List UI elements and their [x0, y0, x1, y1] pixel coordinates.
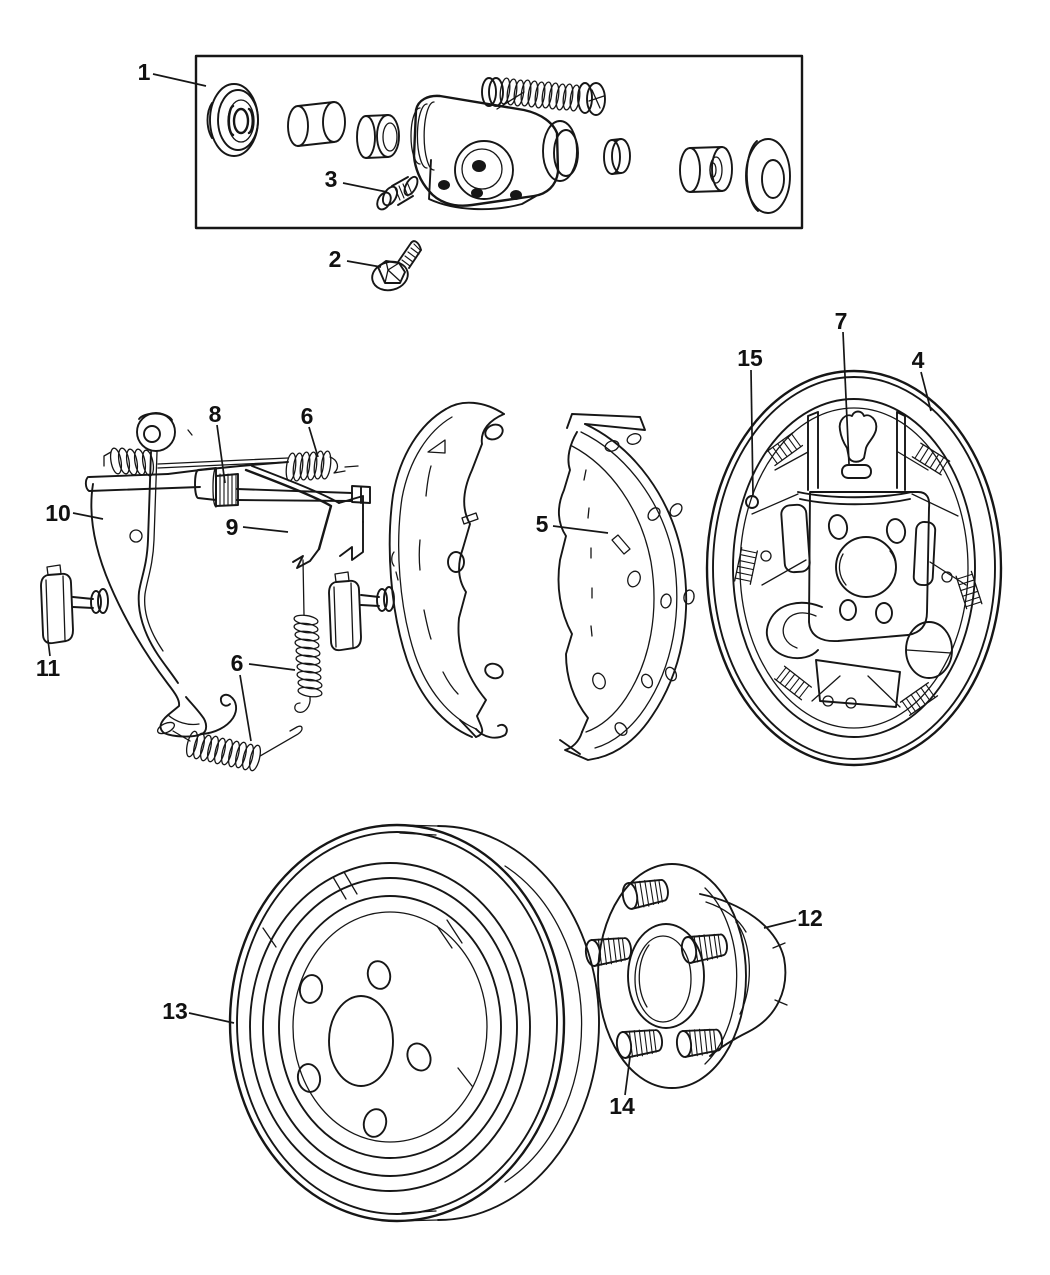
brake-shoe-right — [557, 413, 695, 761]
callout-4: 4 — [912, 347, 925, 373]
callout-1: 1 — [138, 59, 151, 85]
lower-bracket — [811, 659, 901, 709]
shoe-contact-pad-left — [780, 503, 811, 574]
backing-plate — [705, 369, 1003, 767]
callout-14-leader — [624, 1056, 631, 1096]
callout-5-leader — [552, 525, 609, 534]
callout-11-leader — [47, 639, 51, 657]
wheel-stud — [614, 1026, 665, 1060]
callout-10-leader — [72, 512, 104, 520]
kit-box-border — [194, 54, 804, 230]
callout-12: 12 — [797, 905, 823, 931]
callout-7: 7 — [835, 308, 848, 334]
pivot-boss — [136, 412, 193, 452]
center-mount-plate — [808, 491, 931, 642]
adjuster-lever-assembly — [40, 412, 395, 772]
hub-assembly — [583, 863, 788, 1089]
adjuster-fork-lever — [244, 465, 364, 569]
bleeder-screw — [376, 175, 419, 211]
callout-12-leader — [763, 919, 797, 929]
shoe-contact-pad-right — [912, 521, 937, 587]
callout-5: 5 — [536, 511, 549, 537]
dust-boot-right — [745, 138, 791, 214]
cup-seal-left — [356, 114, 400, 159]
callout-2: 2 — [329, 246, 342, 272]
mounting-bolt — [371, 240, 422, 292]
callout-3-leader — [342, 182, 388, 193]
wheel-stud — [674, 1026, 725, 1059]
wheel-cylinder-kit-group — [194, 54, 804, 230]
callout-6-upper-leader — [308, 426, 319, 458]
callout-15: 15 — [737, 345, 763, 371]
wheel-cylinder-body — [410, 91, 579, 211]
lower-return-spring — [156, 721, 303, 772]
callout-11: 11 — [36, 655, 61, 681]
strut-bar — [84, 457, 371, 504]
callout-6-lower-leader — [239, 674, 252, 742]
parking-brake-lever — [90, 451, 238, 738]
cable-bracket — [765, 601, 823, 660]
callout-4-leader — [920, 371, 932, 412]
wheel-cylinder-keyhole — [838, 410, 878, 479]
upper-return-spring — [285, 450, 359, 482]
callout-1-leader — [152, 73, 207, 87]
callout-10: 10 — [45, 500, 71, 526]
callout-6-lower: 6 — [231, 650, 244, 676]
shoe-hold-down-left — [40, 564, 109, 645]
hub-body — [699, 893, 787, 1057]
callout-13: 13 — [162, 998, 188, 1024]
callout-2-leader — [346, 260, 382, 268]
callout-15-leader — [750, 369, 754, 496]
cup-seal-right — [603, 138, 631, 175]
callout-8-leader — [216, 424, 226, 484]
callout-9-leader — [242, 526, 289, 533]
brake-shoe-left — [388, 401, 508, 739]
piston-left — [287, 101, 346, 147]
drum-center-hole — [328, 995, 394, 1087]
wheel-stud — [620, 876, 671, 911]
callout-6-upper: 6 — [301, 403, 314, 429]
cylinder-spring — [481, 77, 606, 116]
small-hole-15 — [745, 495, 759, 509]
drum-body-arc — [437, 825, 600, 1221]
callout-3: 3 — [325, 166, 338, 192]
drum-slot-tabs — [262, 871, 473, 1087]
hub-flange — [597, 863, 747, 1089]
callout-14: 14 — [609, 1093, 635, 1119]
plate-ribs — [751, 451, 967, 586]
shoe-hold-down-right — [328, 571, 395, 652]
cylinder-mount-bracket — [797, 411, 913, 506]
upper-left-spring — [103, 447, 155, 477]
callout-8: 8 — [209, 401, 222, 427]
callout-13-leader — [188, 1012, 235, 1024]
brake-drum — [228, 823, 600, 1223]
seal-washer-left — [206, 83, 259, 157]
callout-6-lower-leader — [248, 663, 296, 671]
adjuster-star-wheel — [194, 467, 239, 508]
hub-bore — [627, 923, 705, 1029]
callout-9: 9 — [226, 514, 239, 540]
anchor-hole — [905, 621, 953, 679]
piston-right — [679, 146, 733, 193]
hanging-return-spring — [293, 559, 323, 713]
callout-7-leader — [842, 331, 850, 465]
